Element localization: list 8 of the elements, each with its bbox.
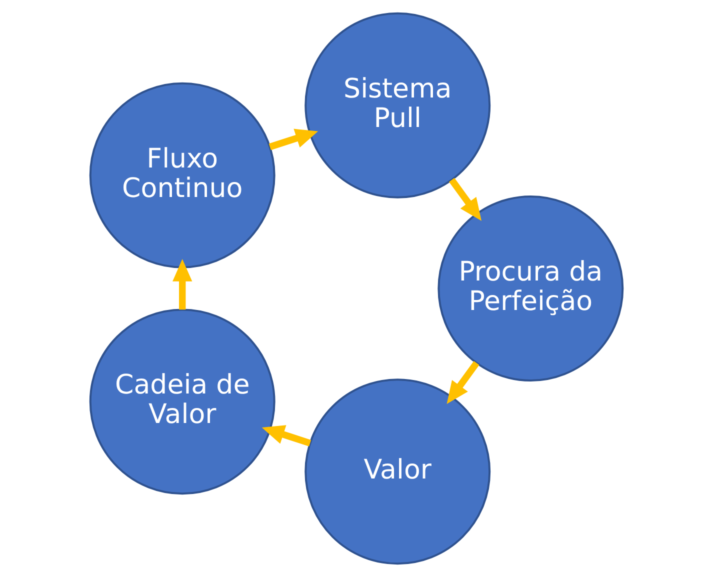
arrow: [268, 128, 318, 150]
node-circle: Cadeia de Valor: [89, 308, 276, 495]
arrow: [449, 178, 482, 221]
arrow: [262, 425, 312, 446]
arrow: [446, 361, 480, 404]
node-circle: Fluxo Continuo: [89, 82, 276, 268]
arrow: [172, 258, 192, 310]
node-circle: Sistema Pull: [304, 12, 491, 198]
